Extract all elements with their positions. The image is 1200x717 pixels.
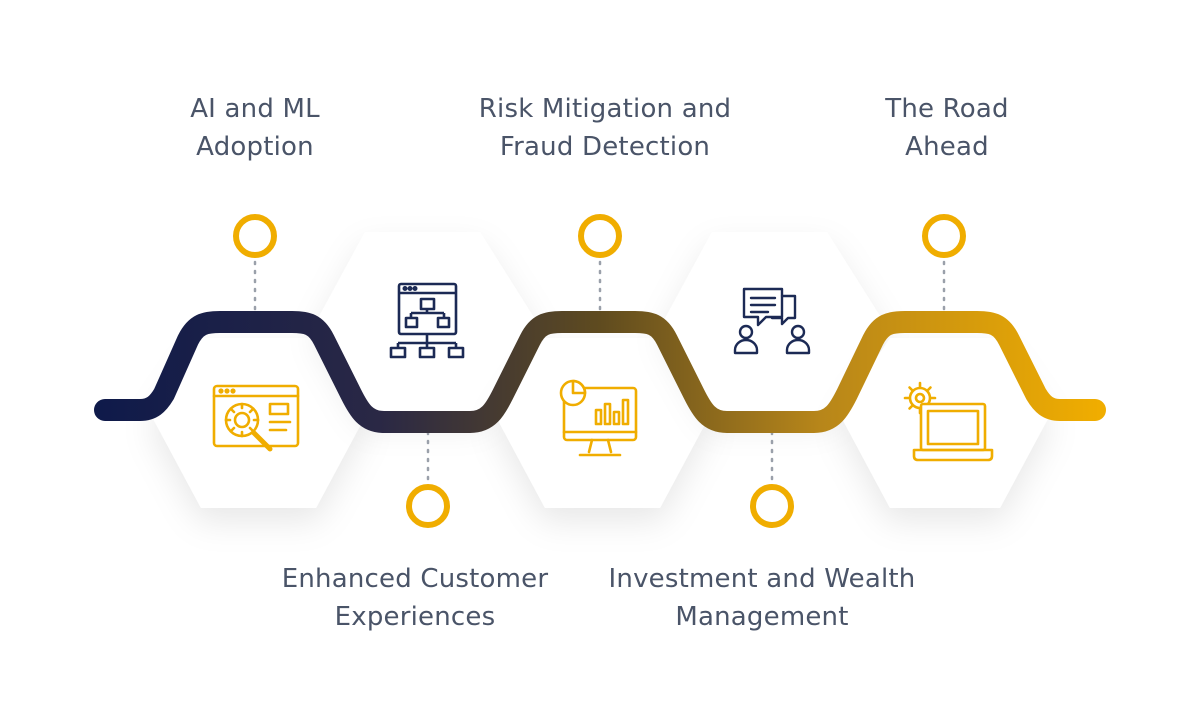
milestone-4-line1: Investment and Wealth — [608, 564, 916, 594]
milestone-3-line1: Risk Mitigation and — [478, 94, 732, 124]
milestone-label-4: Investment and Wealth Management — [592, 560, 932, 636]
analytics-monitor-icon — [559, 379, 638, 457]
milestone-5-line2: Ahead — [905, 132, 989, 162]
milestone-marker-3 — [578, 214, 622, 258]
milestone-3-line2: Fraud Detection — [499, 132, 711, 162]
milestone-marker-5 — [922, 214, 966, 258]
laptop-gear-icon — [903, 381, 994, 462]
sitemap-icon — [389, 282, 465, 359]
hexagon-backgrounds — [150, 232, 1051, 508]
milestone-label-5: The Road Ahead — [777, 90, 1117, 166]
milestone-label-1: AI and ML Adoption — [85, 90, 425, 166]
milestone-label-3: Risk Mitigation and Fraud Detection — [435, 90, 775, 166]
milestone-1-line1: AI and ML — [190, 94, 320, 124]
milestone-2-line2: Experiences — [334, 602, 496, 632]
milestone-4-line2: Management — [675, 602, 849, 632]
connectors — [253, 260, 946, 488]
hexagon-bg-3 — [494, 338, 711, 508]
milestone-marker-1 — [233, 214, 277, 258]
conversation-icon — [733, 287, 811, 355]
milestone-2-line1: Enhanced Customer — [281, 564, 549, 594]
milestone-5-line1: The Road — [885, 94, 1009, 124]
roadmap-path — [94, 311, 1106, 433]
hexagon-bg-2 — [315, 232, 538, 412]
web-search-gear-icon — [212, 384, 300, 452]
milestone-marker-2 — [406, 484, 450, 528]
milestone-markers — [233, 214, 966, 528]
milestone-1-line2: Adoption — [196, 132, 314, 162]
hexagon-bg-4 — [662, 232, 885, 412]
milestone-label-2: Enhanced Customer Experiences — [245, 560, 585, 636]
milestone-marker-4 — [750, 484, 794, 528]
